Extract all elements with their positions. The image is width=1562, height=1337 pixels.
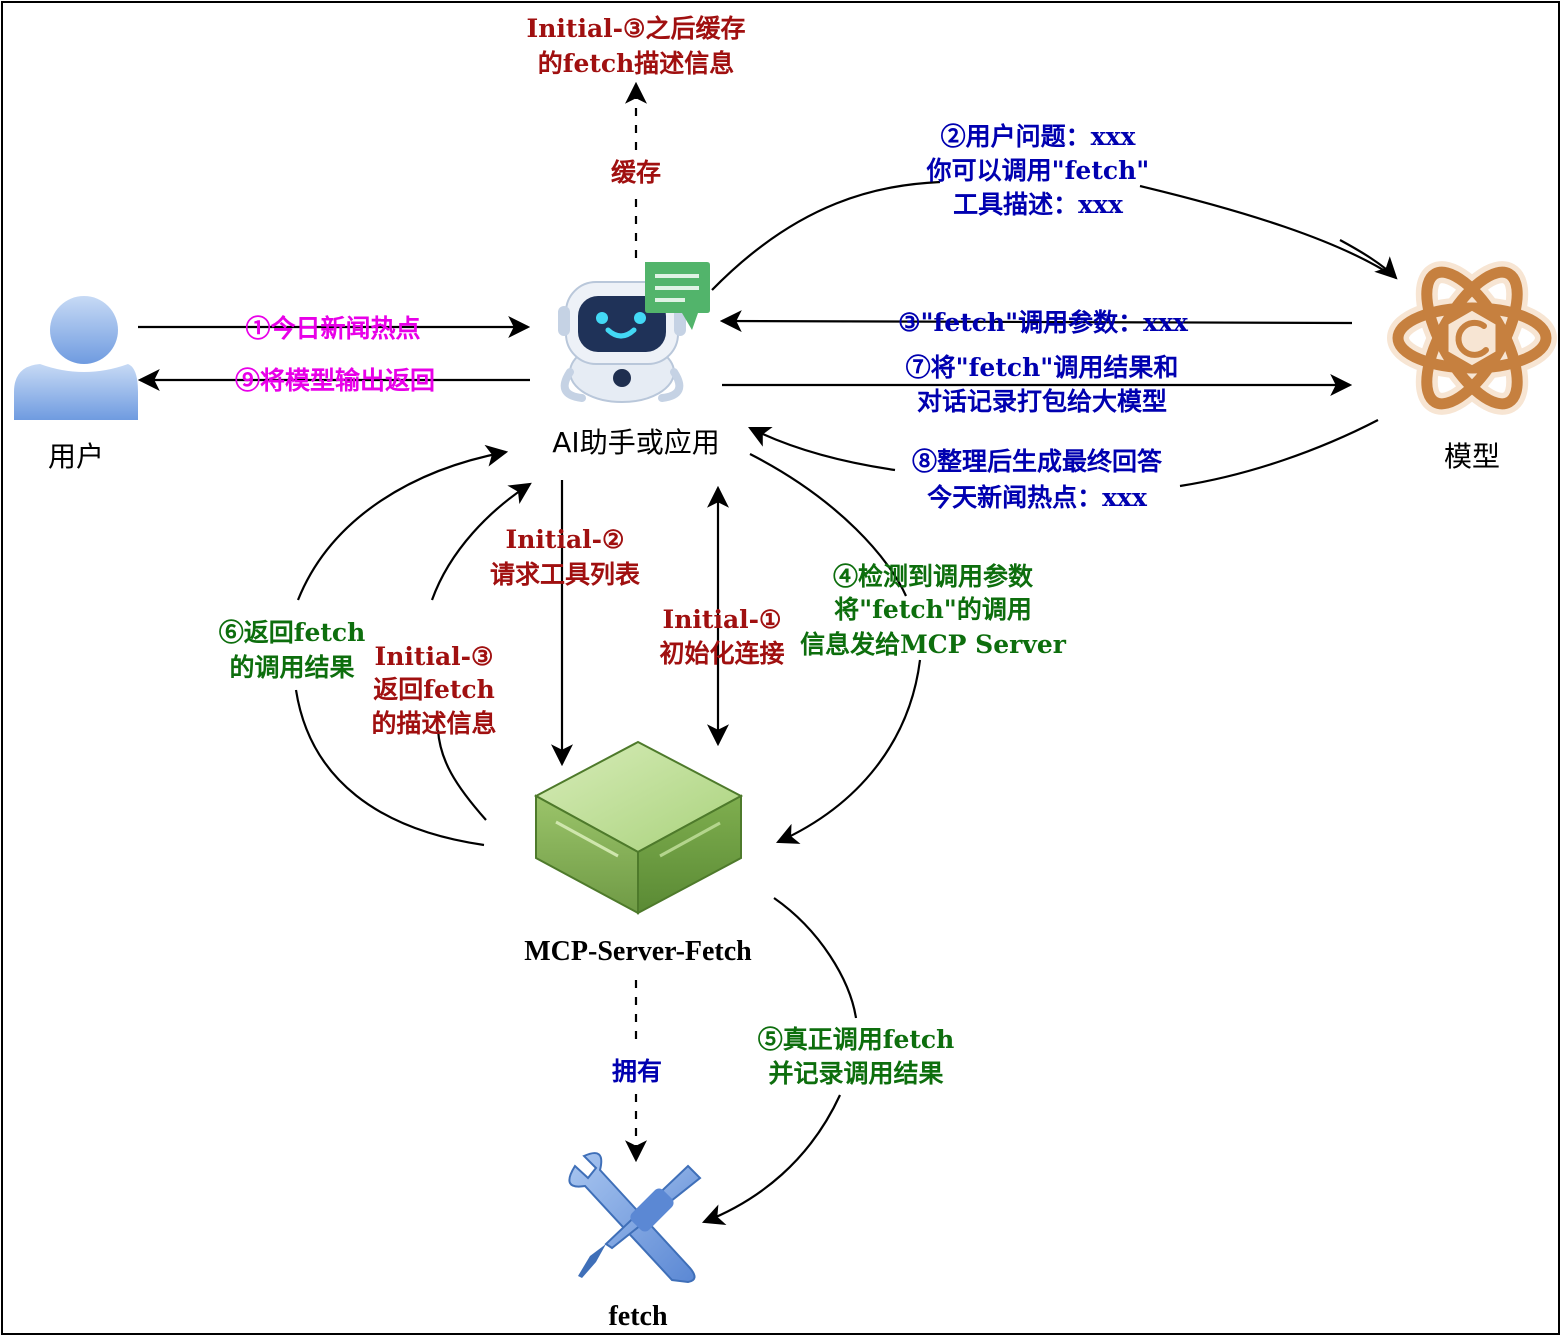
cache-result-note: Initial-③之后缓存 的fetch描述信息 bbox=[527, 14, 746, 78]
edge-server-to-assistant-desc bbox=[430, 484, 530, 821]
server-box-icon bbox=[533, 740, 744, 915]
svg-text:的调用结果: 的调用结果 bbox=[229, 653, 354, 682]
edge-assistant-to-model-prompt bbox=[711, 180, 1397, 291]
step-9-label: ⑨将模型输出返回 bbox=[235, 366, 435, 395]
svg-text:⑦将"fetch"调用结果和: ⑦将"fetch"调用结果和 bbox=[906, 353, 1179, 382]
svg-text:返回fetch: 返回fetch bbox=[373, 675, 495, 704]
svg-text:工具描述：xxx: 工具描述：xxx bbox=[953, 190, 1124, 219]
svg-text:你可以调用"fetch": 你可以调用"fetch" bbox=[926, 156, 1150, 185]
step-1-label: ①今日新闻热点 bbox=[245, 314, 420, 343]
svg-text:并记录调用结果: 并记录调用结果 bbox=[768, 1059, 943, 1088]
step-4-label: ④检测到调用参数 将"fetch"的调用 信息发给MCP Server bbox=[800, 562, 1067, 659]
svg-text:将"fetch"的调用: 将"fetch"的调用 bbox=[834, 595, 1032, 624]
svg-text:对话记录打包给大模型: 对话记录打包给大模型 bbox=[917, 387, 1167, 416]
edge-assistant-to-server-call bbox=[749, 453, 922, 842]
edge-model-to-assistant-answer bbox=[750, 420, 1379, 488]
edges bbox=[137, 180, 1398, 1222]
svg-text:②用户问题：xxx: ②用户问题：xxx bbox=[941, 122, 1137, 151]
server-node-label: MCP-Server-Fetch bbox=[524, 936, 752, 967]
step-6-label: ⑥返回fetch 的调用结果 bbox=[219, 618, 366, 682]
chat-bubble-icon bbox=[645, 262, 710, 330]
model-node-label: 模型 bbox=[1444, 440, 1500, 473]
svg-text:的fetch描述信息: 的fetch描述信息 bbox=[538, 49, 735, 78]
edge-server-to-fetch-call bbox=[704, 897, 858, 1222]
svg-text:Initial-①: Initial-① bbox=[663, 605, 782, 634]
svg-text:初始化连接: 初始化连接 bbox=[659, 639, 784, 668]
step-8-label: ⑧整理后生成最终回答 今天新闻热点：xxx bbox=[912, 447, 1163, 512]
svg-text:⑥返回fetch: ⑥返回fetch bbox=[219, 618, 366, 647]
svg-text:Initial-③: Initial-③ bbox=[375, 642, 494, 671]
svg-text:⑤真正调用fetch: ⑤真正调用fetch bbox=[758, 1025, 955, 1054]
assistant-node-label: AI助手或应用 bbox=[552, 426, 719, 459]
edge-server-to-assistant-result bbox=[294, 452, 506, 847]
robot-icon bbox=[558, 262, 710, 403]
svg-text:请求工具列表: 请求工具列表 bbox=[490, 560, 641, 589]
own-edge-label: 拥有 bbox=[612, 1057, 662, 1086]
edge-model-to-assistant-params bbox=[719, 310, 1353, 333]
init-3-label: Initial-③ 返回fetch 的描述信息 bbox=[371, 642, 496, 738]
svg-text:今天新闻热点：xxx: 今天新闻热点：xxx bbox=[927, 483, 1148, 512]
init-2-label: Initial-② 请求工具列表 bbox=[490, 525, 641, 589]
init-1-label: Initial-① 初始化连接 bbox=[659, 605, 784, 668]
user-node-label: 用户 bbox=[48, 440, 104, 473]
step-2-label: ②用户问题：xxx 你可以调用"fetch" 工具描述：xxx bbox=[926, 122, 1150, 219]
step-5-label: ⑤真正调用fetch 并记录调用结果 bbox=[758, 1025, 955, 1088]
svg-text:信息发给MCP Server: 信息发给MCP Server bbox=[800, 630, 1067, 659]
svg-text:Initial-③之后缓存: Initial-③之后缓存 bbox=[527, 14, 746, 43]
step-3-label: ③"fetch"调用参数：xxx bbox=[898, 308, 1189, 337]
cache-edge-label: 缓存 bbox=[611, 158, 661, 187]
step-7-label: ⑦将"fetch"调用结果和 对话记录打包给大模型 bbox=[906, 353, 1179, 416]
svg-text:⑧整理后生成最终回答: ⑧整理后生成最终回答 bbox=[912, 447, 1163, 476]
atom-icon bbox=[1387, 261, 1557, 415]
svg-text:④检测到调用参数: ④检测到调用参数 bbox=[833, 562, 1034, 591]
svg-text:Initial-②: Initial-② bbox=[506, 525, 625, 554]
user-icon bbox=[14, 296, 138, 420]
fetch-node-label: fetch bbox=[608, 1301, 668, 1332]
svg-text:的描述信息: 的描述信息 bbox=[371, 709, 496, 738]
wrench-screwdriver-icon bbox=[568, 1152, 702, 1284]
